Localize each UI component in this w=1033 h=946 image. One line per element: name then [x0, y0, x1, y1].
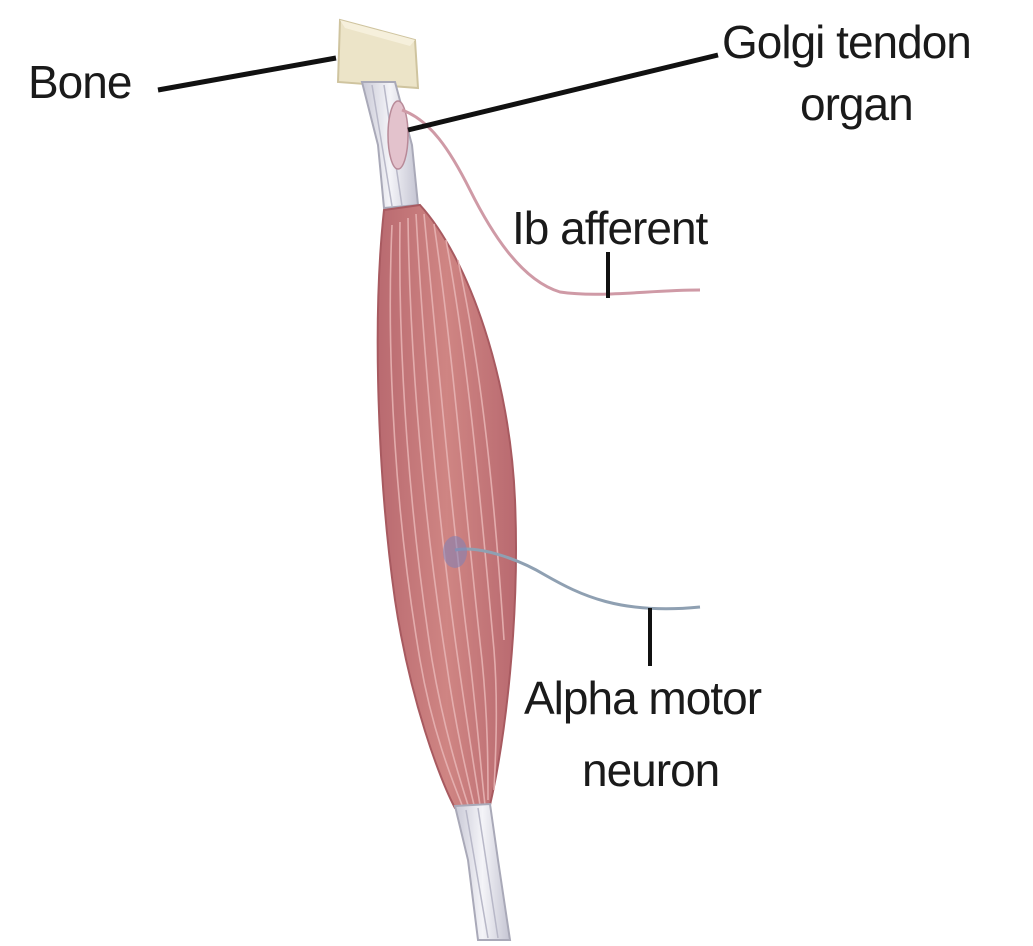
bone-leader-line: [158, 58, 336, 90]
alpha-motor-label-line2: neuron: [582, 744, 719, 796]
neuromuscular-junction: [443, 536, 467, 568]
bone-label: Bone: [28, 56, 131, 108]
bone: [338, 20, 418, 88]
golgi-leader-line: [408, 55, 718, 130]
alpha-motor-label-line1: Alpha motor: [524, 672, 762, 724]
muscle-belly: [378, 205, 516, 808]
golgi-tendon-label-line2: organ: [800, 78, 913, 130]
upper-tendon: [362, 82, 418, 208]
ib-afferent-label: Ib afferent: [512, 202, 709, 254]
golgi-tendon-label-line1: Golgi tendon: [722, 16, 971, 68]
lower-tendon: [455, 804, 510, 940]
